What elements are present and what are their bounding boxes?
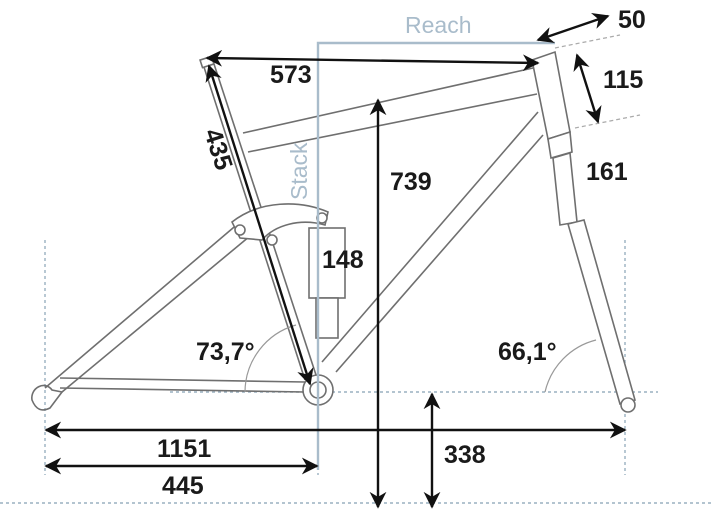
bb-height-value: 338	[444, 441, 486, 469]
wheelbase-value: 1151	[157, 435, 211, 463]
shock-value: 148	[322, 246, 364, 274]
head-tube-value: 115	[603, 66, 643, 94]
reach-top-tube-value: 573	[270, 61, 312, 89]
head-angle-arc	[544, 339, 597, 393]
seat-angle-value: 73,7°	[196, 338, 255, 366]
fork-value: 161	[586, 158, 628, 186]
chainstay-value: 445	[162, 472, 204, 500]
dimension-arrows	[44, 12, 627, 509]
bike-frame	[31, 50, 636, 413]
head-angle-value: 66,1°	[498, 338, 557, 366]
reach-label: Reach	[405, 12, 471, 38]
stack-label: Stack	[286, 142, 312, 200]
stack-value: 739	[390, 168, 432, 196]
seat-tube-value: 435	[198, 125, 238, 173]
stem-offset-value: 50	[618, 6, 646, 34]
reach-stack-lines	[316, 41, 555, 470]
